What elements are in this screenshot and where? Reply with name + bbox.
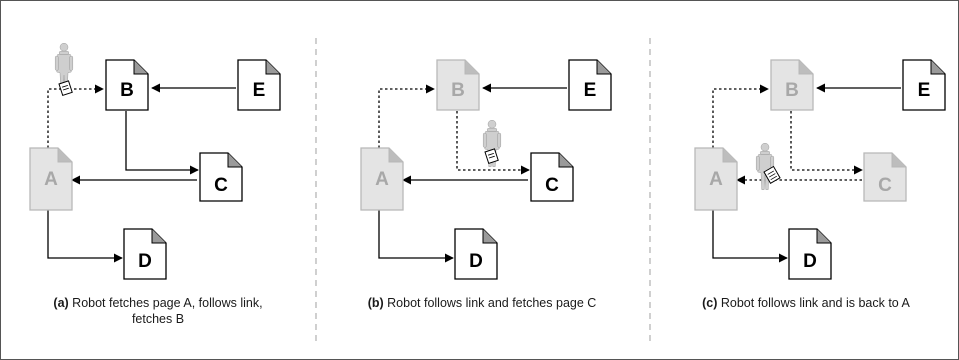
page-label: D [803, 251, 817, 272]
page-a: A [360, 147, 404, 211]
page-c: C [530, 152, 574, 202]
page-b: B [770, 59, 814, 111]
page-label: C [878, 175, 892, 196]
caption-a-line2: fetches B [132, 312, 184, 326]
fetched-page-icon [763, 165, 781, 184]
caption-c: (c) Robot follows link and is back to A [702, 296, 910, 310]
page-label: A [44, 169, 58, 190]
page-label: C [545, 175, 559, 196]
page-label: D [138, 251, 152, 272]
panel-c: A B C D E [694, 59, 946, 310]
page-label: C [214, 175, 228, 196]
edge-b-to-c [790, 111, 863, 175]
page-e: E [237, 59, 281, 111]
edge-a-to-b [378, 84, 435, 148]
fetched-page-icon [58, 80, 73, 97]
edge-b-to-c [456, 111, 530, 175]
page-c: C [863, 152, 907, 202]
page-label: E [253, 80, 266, 101]
edge-a-to-b [47, 84, 104, 148]
robot-icon [54, 42, 74, 97]
page-c: C [199, 152, 243, 202]
page-label: A [375, 169, 389, 190]
page-d: D [788, 228, 832, 280]
page-label: A [709, 169, 723, 190]
page-a: A [694, 147, 738, 211]
page-label: B [785, 80, 799, 101]
page-e: E [902, 59, 946, 111]
panel-b: A B C D E [360, 59, 612, 310]
page-label: D [469, 251, 483, 272]
robot-icon [755, 142, 781, 191]
page-label: B [120, 80, 134, 101]
robot-icon [482, 119, 502, 168]
caption-a: (a) Robot fetches page A, follows link, [53, 296, 262, 310]
edge-a-to-d [712, 210, 788, 263]
fetched-page-icon [484, 148, 499, 165]
edge-a-to-b [712, 84, 769, 148]
page-b: B [436, 59, 480, 111]
edge-a-to-d [47, 210, 123, 263]
panel-a: A B C D E [29, 42, 281, 326]
caption-b: (b) Robot follows link and fetches page … [368, 296, 597, 310]
page-d: D [454, 228, 498, 280]
page-label: E [918, 80, 931, 101]
page-a: A [29, 147, 73, 211]
edge-a-to-d [378, 210, 454, 263]
edge-b-to-c [125, 111, 199, 175]
page-label: B [451, 80, 465, 101]
page-d: D [123, 228, 167, 280]
page-label: E [584, 80, 597, 101]
page-b: B [105, 59, 149, 111]
page-e: E [568, 59, 612, 111]
